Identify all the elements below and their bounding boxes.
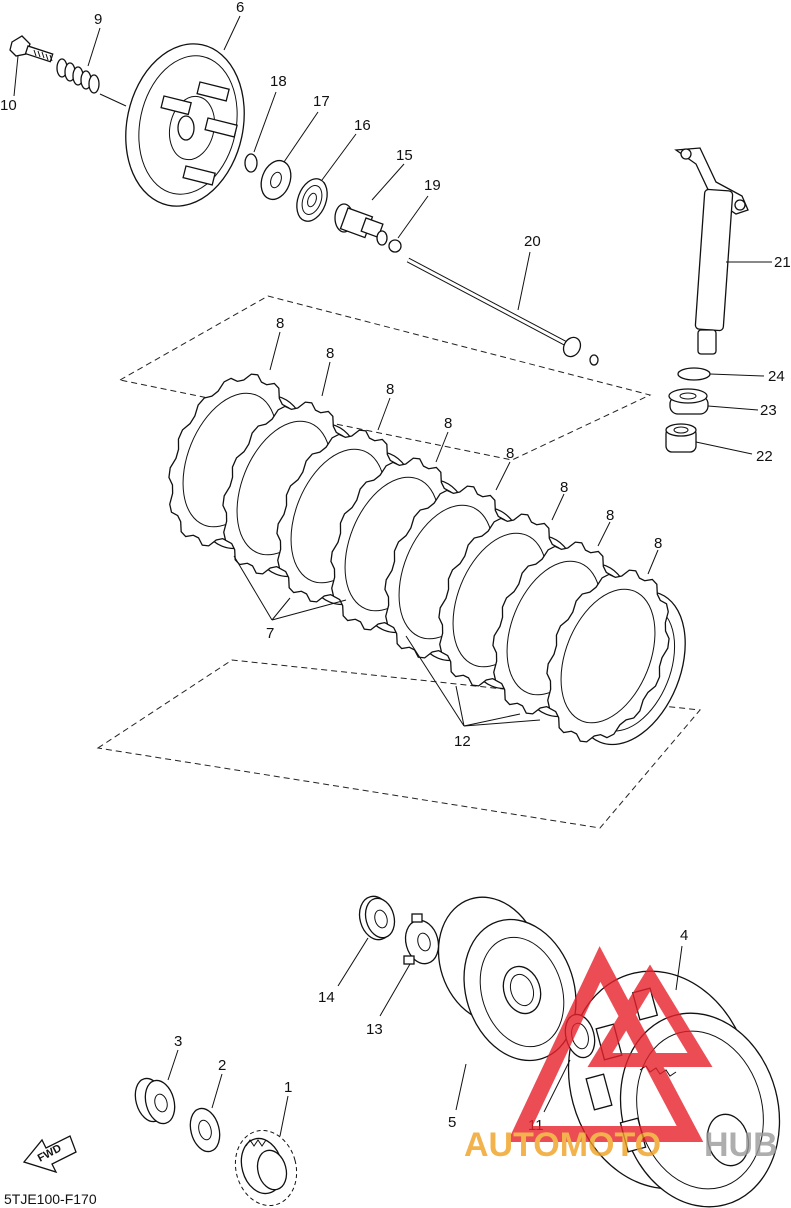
callout-2: 2 xyxy=(218,1057,226,1074)
callout-4: 4 xyxy=(680,927,688,944)
lock-washer-part-13 xyxy=(403,913,440,965)
callout-23: 23 xyxy=(760,402,777,419)
bearing-part-16 xyxy=(296,178,328,222)
callout-3: 3 xyxy=(174,1033,182,1050)
callout-8: 8 xyxy=(386,381,394,398)
plates-group-outline-lower xyxy=(96,659,701,829)
ball-part-19 xyxy=(388,239,402,253)
callout-21: 21 xyxy=(774,254,791,271)
callout-13: 13 xyxy=(366,1021,383,1038)
callout-8: 8 xyxy=(444,415,452,432)
nut-part-3 xyxy=(134,1077,176,1125)
watermark-logo-icon xyxy=(507,946,704,1142)
callout-8: 8 xyxy=(506,445,514,462)
callout-14: 14 xyxy=(318,989,335,1006)
bolt-part-10 xyxy=(9,35,54,63)
push-lever-shaft-part-21 xyxy=(674,147,749,355)
friction-plate-inner-ring xyxy=(560,588,656,724)
push-rod-part-20 xyxy=(406,257,599,366)
watermark-text-right: HUB xyxy=(704,1126,778,1164)
clutch-plates-stack xyxy=(168,373,686,746)
diagram-code: 5TJE100-F170 xyxy=(4,1191,97,1207)
nut-part-14 xyxy=(358,895,396,941)
callout-16: 16 xyxy=(354,117,371,134)
callout-20: 20 xyxy=(524,233,541,250)
callout-22: 22 xyxy=(756,448,773,465)
callout-group-12: 12 xyxy=(405,635,541,750)
callout-24: 24 xyxy=(768,368,785,385)
callout-group-7: 7 xyxy=(233,555,347,642)
circlip-part-24 xyxy=(677,367,711,381)
circlip-part-18 xyxy=(244,153,258,173)
bushing-part-22 xyxy=(665,423,697,453)
collar-part-1 xyxy=(234,1129,298,1207)
callout-10: 10 xyxy=(0,97,17,114)
callout-15: 15 xyxy=(396,147,413,164)
callouts-friction-plates: 8 8 8 8 8 8 8 8 xyxy=(269,315,662,575)
callout-17: 17 xyxy=(313,93,330,110)
callout-7: 7 xyxy=(266,625,274,642)
callout-8: 8 xyxy=(326,345,334,362)
fwd-arrow-icon: FWD xyxy=(22,1135,77,1174)
friction-plate-part-8 xyxy=(546,569,670,743)
washer-part-17 xyxy=(260,159,292,201)
callout-8: 8 xyxy=(654,535,662,552)
callout-8: 8 xyxy=(276,315,284,332)
callout-9: 9 xyxy=(94,11,102,28)
callout-1: 1 xyxy=(284,1079,292,1096)
callout-5: 5 xyxy=(448,1114,456,1131)
clutch-boss-part-5 xyxy=(437,896,577,1062)
plates-group-outline-upper xyxy=(118,295,652,461)
callout-19: 19 xyxy=(424,177,441,194)
callout-12: 12 xyxy=(454,733,471,750)
oil-seal-part-23 xyxy=(668,388,709,415)
callout-8: 8 xyxy=(560,479,568,496)
callout-6: 6 xyxy=(236,0,244,16)
automotohub-watermark: AUTOMOTO HUB xyxy=(464,946,778,1164)
watermark-logo-icon xyxy=(587,964,713,1067)
spring-part-9 xyxy=(56,58,100,94)
pressure-plate-part-6 xyxy=(125,43,245,207)
callout-8: 8 xyxy=(606,507,614,524)
watermark-text-left: AUTOMOTO xyxy=(464,1126,661,1164)
washer-part-2 xyxy=(189,1107,221,1153)
push-piece-part-15 xyxy=(334,203,388,246)
callout-18: 18 xyxy=(270,73,287,90)
